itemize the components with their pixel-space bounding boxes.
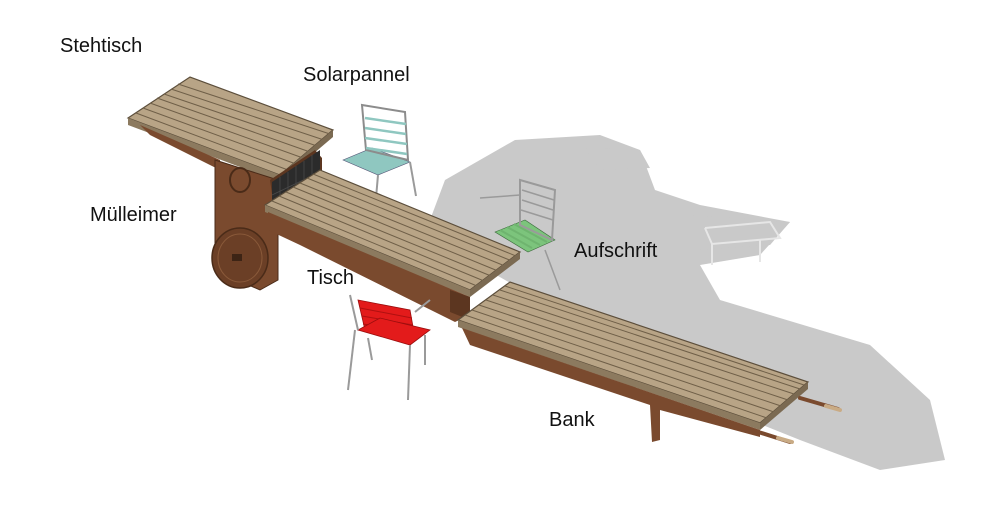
green-chair [479,178,561,291]
label-stehtisch: Stehtisch [60,35,143,57]
wheel-icon [211,227,269,289]
ground-shadow [430,135,945,470]
label-tisch: Tisch [307,267,355,289]
red-chair [347,294,431,401]
main-table [263,169,522,322]
chair-shadow-silhouette [704,220,782,265]
label-aufschrift: Aufschrift [574,240,658,262]
teal-chair [342,103,417,199]
label-muelleimer: Mülleimer [90,204,177,226]
round-lid-icon [229,167,251,193]
label-solarpannel: Solarpannel [303,64,410,86]
label-bank: Bank [549,409,595,431]
bench [456,281,842,444]
